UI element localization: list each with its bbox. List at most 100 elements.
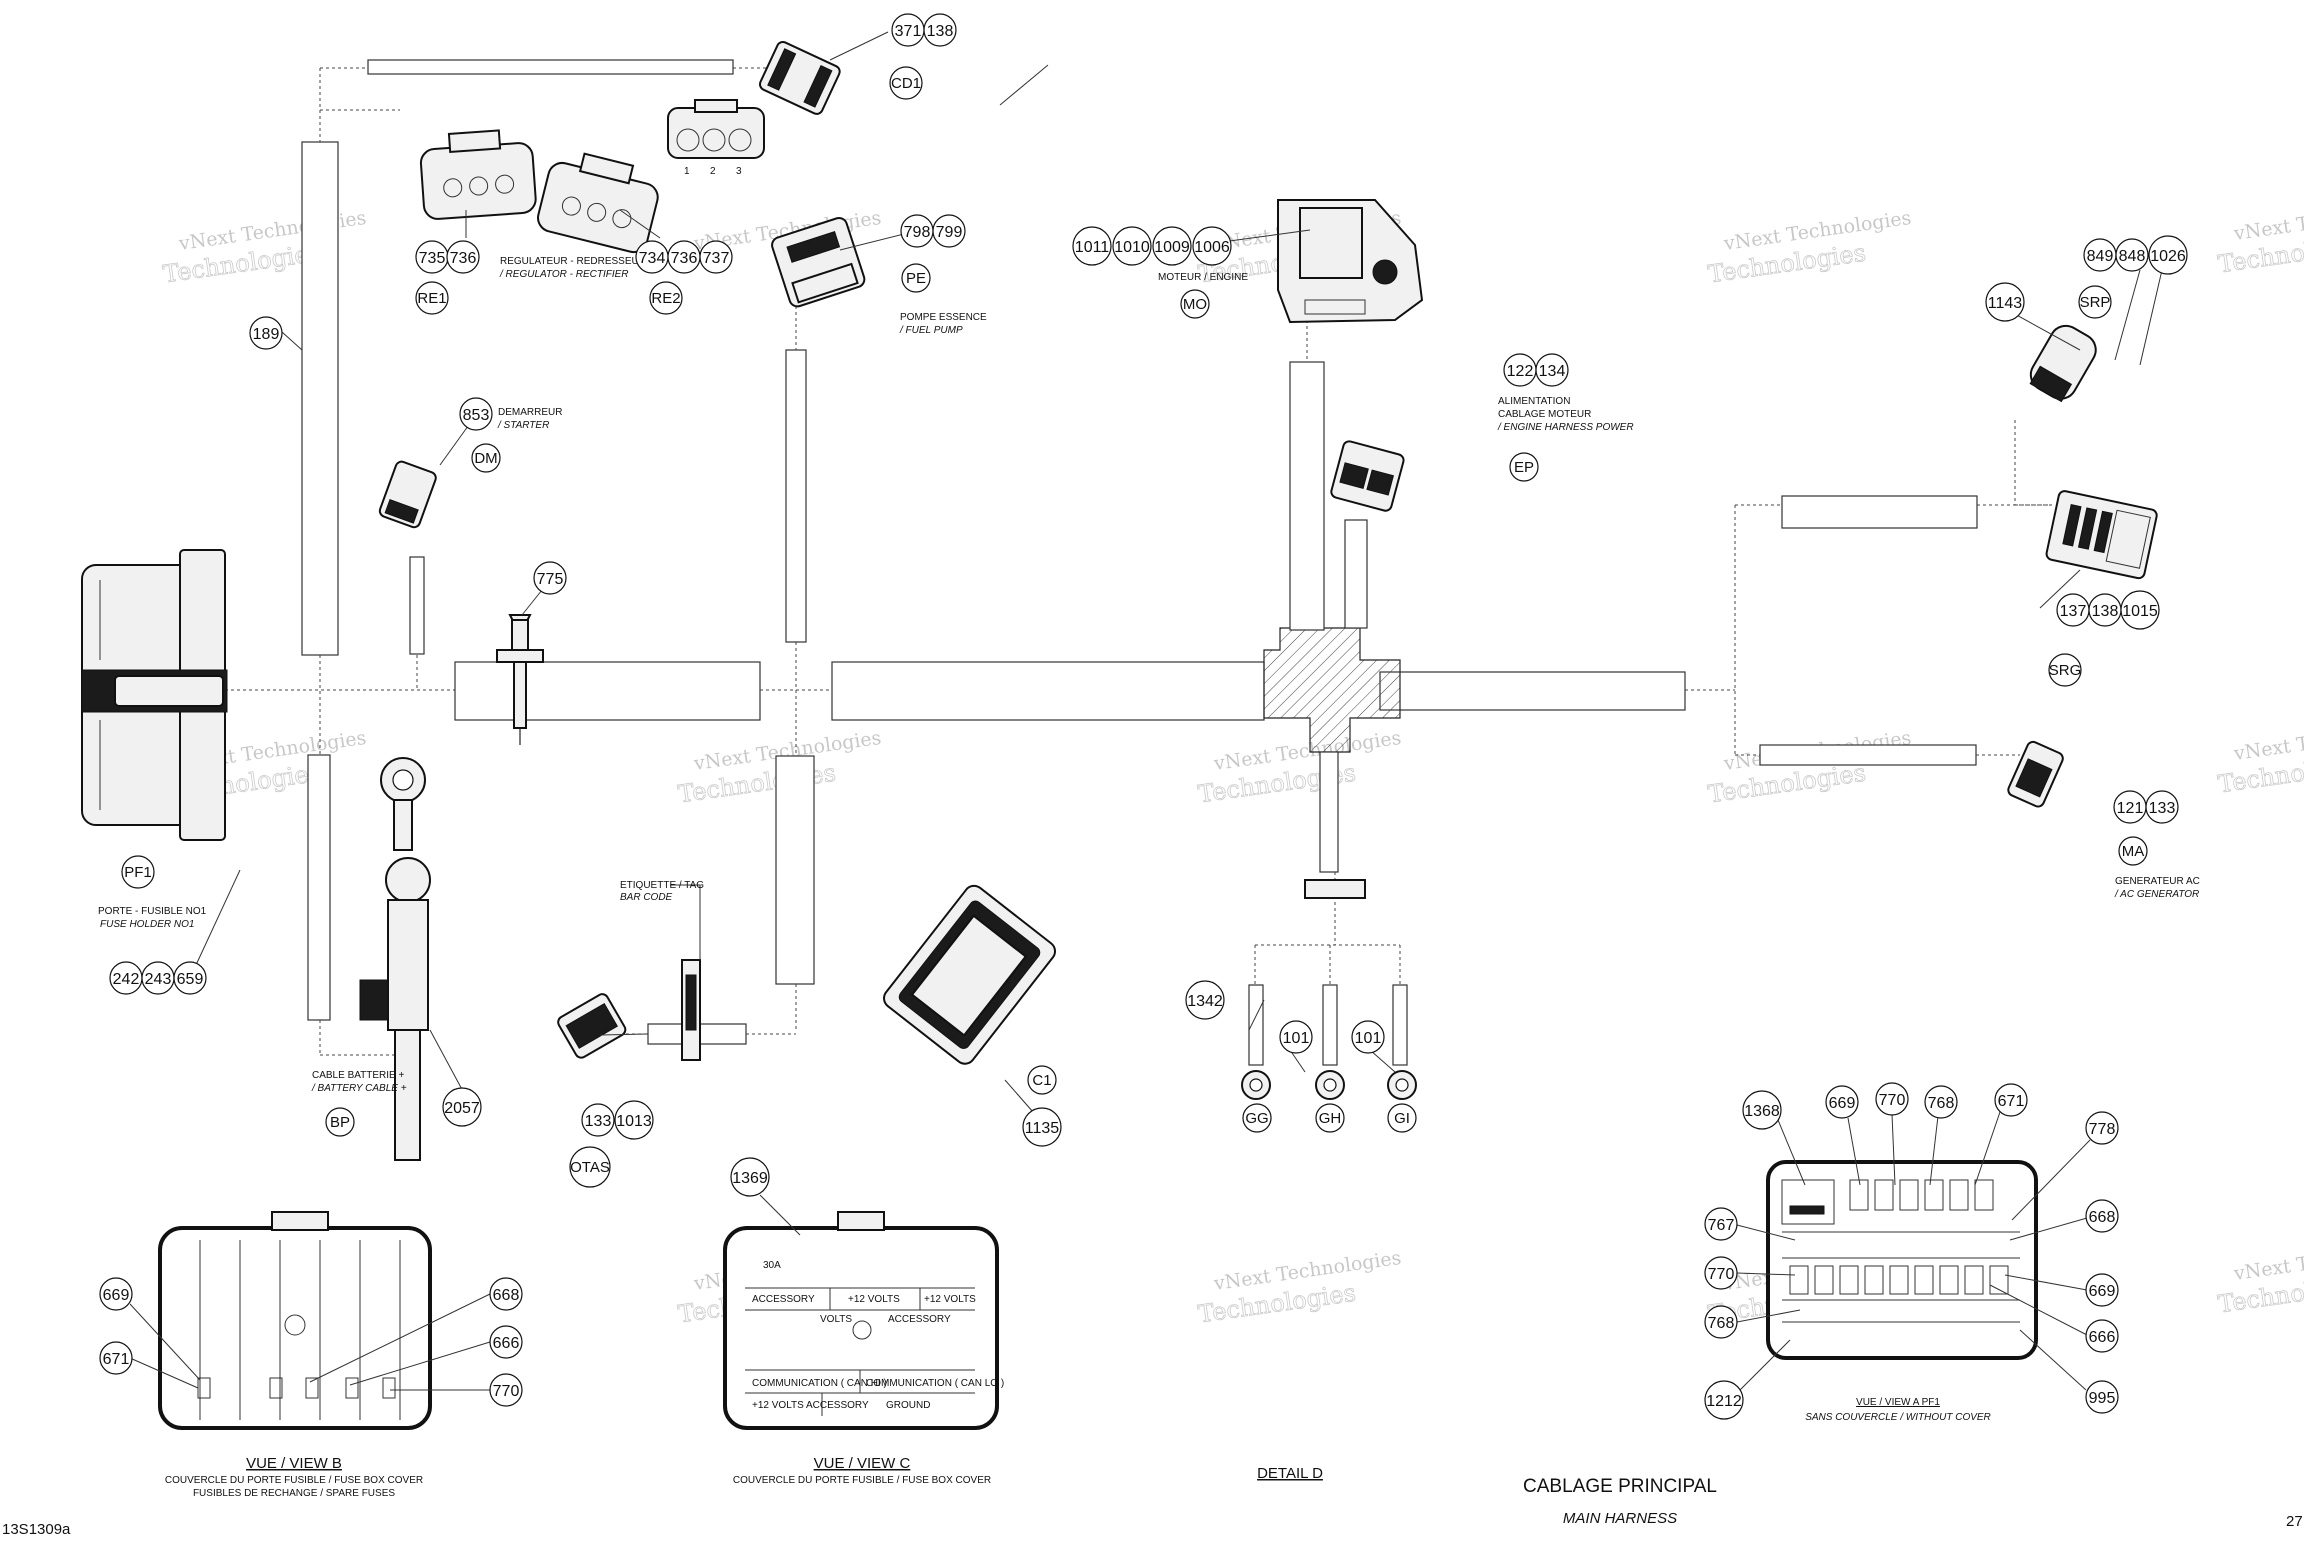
detail-d-title: DETAIL D [1257,1465,1323,1482]
code-bubble: GI [1387,1103,1417,1133]
ref-label: 849 [2087,248,2114,265]
ref-label: 666 [493,1335,520,1352]
label-engine: MOTEUR / ENGINE [1158,272,1248,283]
label-ac-generator-en: / AC GENERATOR [2114,889,2199,900]
connector-otas[interactable] [556,992,627,1060]
ref-bubble: 134 [1535,353,1569,387]
drawing-subtitle: MAIN HARNESS [1563,1510,1677,1527]
connector-ac-generator[interactable] [2006,740,2064,808]
connector-engine[interactable] [1277,199,1424,324]
ref-label: PE [906,270,926,287]
battery-terminal[interactable] [359,757,431,1161]
harness-junction-hatch [1263,627,1401,753]
ref-label: 1135 [1025,1120,1060,1137]
ref-bubble: 737 [699,240,733,274]
label-ac-generator: GENERATEUR AC [2115,876,2200,887]
ref-label: 1369 [732,1170,768,1187]
ref-bubble: 121 [2113,790,2147,824]
view-b: 669 671 668 666 770 VUE / VIEW B COUVERC… [99,1211,523,1499]
branch-tube [301,141,339,656]
ref-bubble: 1135 [1022,1107,1062,1147]
code-bubble: SRG [2048,653,2082,687]
ref-label: SRG [2049,662,2082,679]
ref-bubble: 666 [489,1325,523,1359]
ref-label: 1013 [616,1113,652,1130]
connectors: 1 2 3 [81,40,2158,1161]
view-c-title: VUE / VIEW C [814,1455,911,1472]
ref-bubble: 668 [489,1277,523,1311]
code-bubble: MO [1180,289,1210,319]
reference-bubbles: 371 138 735 736 734 736 737 798 799 1011… [109,13,2188,1197]
ref-label: 799 [936,224,963,241]
ref-label: 770 [1879,1092,1906,1109]
ref-label: 1368 [1744,1103,1780,1120]
ref-label: 734 [639,250,666,267]
cover-label: COMMUNICATION ( CAN LO ) [866,1378,1004,1389]
view-a: 1368 669 770 768 671 778 767 668 770 669… [1704,1082,2119,1423]
code-bubble: MA [2118,836,2148,866]
pin-label: 2 [710,166,716,177]
connector-re2[interactable] [535,146,664,255]
ref-bubble: 848 [2115,238,2149,272]
ref-label: 133 [2149,800,2176,817]
ref-bubble: 101 [1351,1020,1385,1054]
ref-bubble: 242 [109,961,143,995]
label-battery-cable-en: / BATTERY CABLE + [311,1083,407,1094]
ref-bubble: 671 [1994,1083,2028,1117]
ref-bubble: 659 [173,961,207,995]
ref-label: GI [1394,1110,1410,1127]
ref-bubble: 1006 [1192,226,1232,266]
ref-label: 768 [1708,1315,1735,1332]
ref-label: 798 [904,224,931,241]
title-block: CABLAGE PRINCIPAL MAIN HARNESS 13S1309a … [2,1476,2303,1538]
label-fuel-pump-en: / FUEL PUMP [899,325,963,336]
ref-label: 101 [1355,1030,1382,1047]
branch-tube [1319,751,1339,873]
connector-srg[interactable] [2045,490,2158,580]
code-bubble: GH [1315,1103,1345,1133]
ref-label: RE1 [417,290,446,307]
cover-label: VOLTS [820,1314,852,1325]
drawing-title: CABLAGE PRINCIPAL [1523,1476,1717,1497]
fuse-holder-pf1[interactable] [81,549,228,841]
ref-label: MA [2122,843,2145,860]
ref-bubble: 736 [446,240,480,274]
ref-label: 1026 [2150,248,2186,265]
page-number: 27 [2286,1513,2303,1530]
ref-bubble: 101 [1279,1020,1313,1054]
ref-label: OTAS [570,1159,610,1176]
ref-label: 133 [585,1113,612,1130]
ref-label: 1342 [1187,993,1223,1010]
connector-fuel-pump[interactable] [770,216,866,309]
ref-bubble: 770 [489,1373,523,1407]
ref-bubble: 138 [923,13,957,47]
ref-label: 853 [463,407,490,424]
ref-label: 737 [703,250,730,267]
probe-775[interactable] [496,614,544,745]
connector-srp[interactable] [2025,320,2102,405]
code-bubble: C1 [1027,1065,1057,1095]
ref-label: 101 [1283,1030,1310,1047]
ref-label: 659 [177,971,204,988]
ref-bubble: 2057 [442,1087,482,1127]
ref-bubble: 138 [2088,593,2122,627]
ref-label: 138 [927,23,954,40]
ref-label: 137 [2060,603,2087,620]
ref-bubble: 1026 [2148,235,2188,275]
pin-label: 3 [736,166,742,177]
code-bubble: RE1 [415,281,449,315]
ref-label: 770 [1708,1266,1735,1283]
connector-starter[interactable] [378,460,437,529]
connector-cd1[interactable] [758,40,842,116]
ref-label: 669 [1829,1095,1856,1112]
label-engine-power-en: / ENGINE HARNESS POWER [1497,422,1634,433]
ref-bubble: 669 [99,1277,133,1311]
ref-label: 2057 [444,1100,480,1117]
pin-label: 1 [684,166,690,177]
ref-bubble: 669 [1825,1085,1859,1119]
connector-engine-power[interactable] [1330,440,1405,512]
connector-c1[interactable] [880,882,1059,1068]
connector-re1[interactable] [419,128,537,220]
ref-label: DM [474,450,497,467]
ref-bubble: 1212 [1704,1380,1744,1420]
